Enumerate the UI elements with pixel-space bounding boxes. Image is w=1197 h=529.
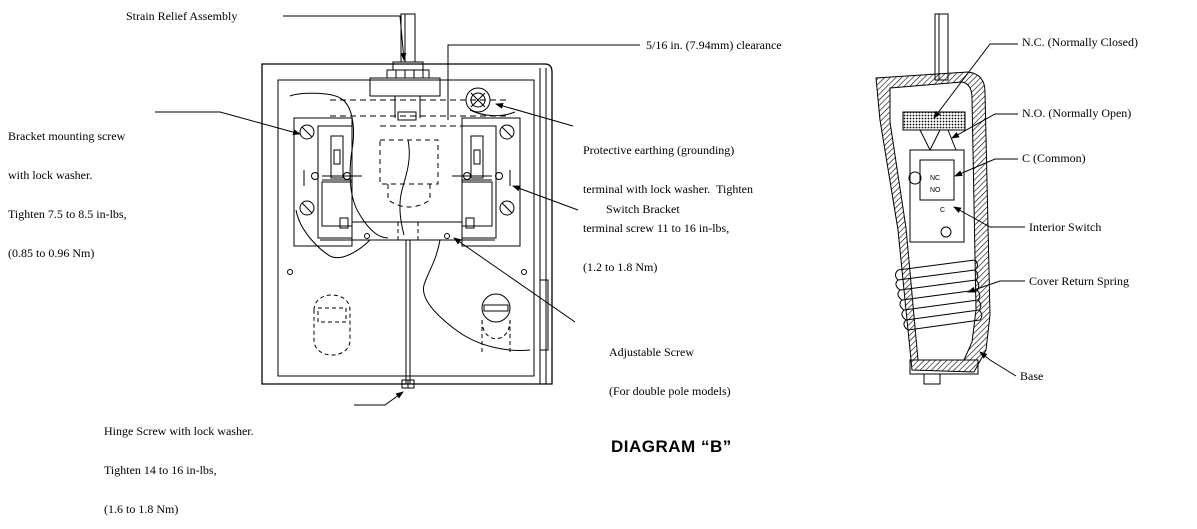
label-adjustable-screw: Adjustable Screw (For double pole models…	[609, 320, 731, 411]
label-hinge-screw-line-1: Hinge Screw with lock washer.	[104, 424, 254, 438]
label-hinge-screw: Hinge Screw with lock washer. Tighten 14…	[104, 399, 254, 529]
label-earthing-line-2: terminal with lock washer. Tighten	[583, 182, 753, 196]
label-clearance: 5/16 in. (7.94mm) clearance	[646, 38, 782, 52]
diagram-drawing: NC NO C	[155, 13, 1025, 406]
label-earthing: Protective earthing (grounding) terminal…	[583, 118, 753, 287]
label-switch-bracket: Switch Bracket	[606, 202, 680, 216]
side-view-leaders	[933, 43, 1025, 377]
label-nc: N.C. (Normally Closed)	[1022, 35, 1138, 49]
label-bracket-screw-line-2: with lock washer.	[8, 168, 93, 182]
svg-text:C: C	[940, 207, 945, 214]
label-no: N.O. (Normally Open)	[1022, 106, 1132, 120]
front-view-leaders	[155, 15, 640, 406]
front-view	[261, 13, 553, 389]
label-bracket-screw-line-1: Bracket mounting screw	[8, 129, 126, 143]
diagram-canvas: NC NO C Strain Relief Assembly 5/16 in. …	[8, 9, 1138, 516]
svg-text:NC: NC	[930, 175, 940, 182]
label-strain-relief: Strain Relief Assembly	[126, 9, 238, 23]
label-hinge-screw-line-3: (1.6 to 1.8 Nm)	[104, 502, 179, 516]
diagram-title: DIAGRAM “B”	[611, 437, 732, 456]
label-bracket-screw-line-4: (0.85 to 0.96 Nm)	[8, 246, 95, 260]
label-bracket-screw: Bracket mounting screw with lock washer.…	[8, 104, 127, 273]
label-earthing-line-4: (1.2 to 1.8 Nm)	[583, 260, 658, 274]
label-earthing-line-1: Protective earthing (grounding)	[583, 143, 735, 157]
side-view: NC NO C	[875, 13, 991, 385]
label-common: C (Common)	[1022, 151, 1086, 165]
label-earthing-line-3: terminal screw 11 to 16 in-lbs,	[583, 221, 730, 235]
label-return-spring: Cover Return Spring	[1029, 274, 1129, 288]
svg-text:NO: NO	[930, 187, 941, 194]
label-bracket-screw-line-3: Tighten 7.5 to 8.5 in-lbs,	[8, 207, 127, 221]
label-adjustable-screw-line-1: Adjustable Screw	[609, 345, 694, 359]
label-hinge-screw-line-2: Tighten 14 to 16 in-lbs,	[104, 463, 217, 477]
label-adjustable-screw-line-2: (For double pole models)	[609, 384, 731, 398]
label-base: Base	[1020, 369, 1044, 383]
label-interior-switch: Interior Switch	[1029, 220, 1102, 234]
